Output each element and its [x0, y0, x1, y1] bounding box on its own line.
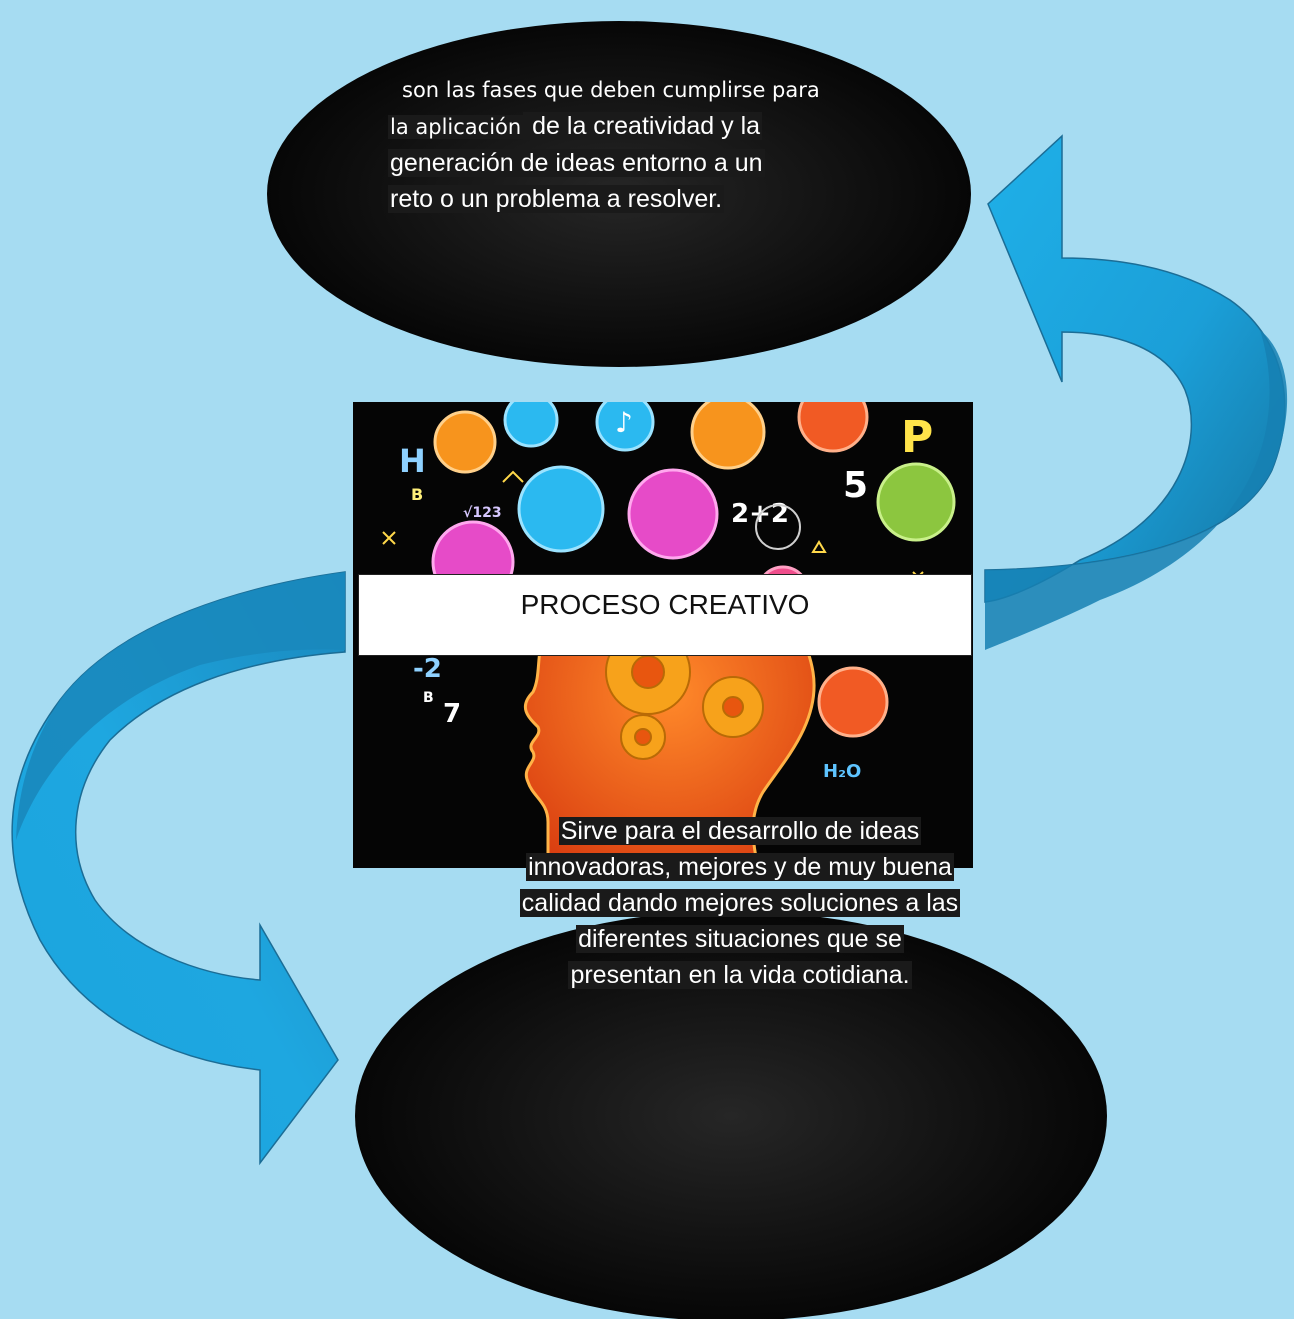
h2o-glyph: H₂O	[823, 761, 861, 782]
top-text-line-4: reto o un problema a resolver.	[388, 185, 725, 213]
music-note-glyph: ♪	[615, 406, 633, 439]
bottom-text-line-1: Sirve para el desarrollo de ideas	[558, 817, 922, 845]
top-text-line-3: generación de ideas entorno a un	[388, 149, 765, 177]
diagram-title: PROCESO CREATIVO	[358, 574, 972, 656]
letter-p-glyph: P	[901, 412, 933, 463]
bottom-ellipse-text: Sirve para el desarrollo de ideas innova…	[460, 813, 1020, 993]
minus-two-glyph: -2	[413, 654, 442, 684]
top-text-line-2-start: la aplicación	[388, 115, 524, 139]
bottom-text-line-4: diferentes situaciones que se	[576, 925, 904, 953]
right-curved-arrow	[984, 134, 1286, 603]
science-bubbles	[431, 402, 956, 738]
top-text-line-1: son las fases que deben cumplirse para	[402, 78, 820, 102]
number-7-glyph: 7	[443, 699, 461, 729]
letter-b2-glyph: B	[423, 690, 434, 706]
top-text-line-2-end: de la creatividad y la	[523, 112, 763, 140]
number-5-glyph: 5	[843, 465, 868, 506]
top-ellipse-text: son las fases que deben cumplirse para l…	[388, 72, 848, 217]
sqrt-glyph: √123	[463, 505, 502, 521]
globe-icon	[755, 504, 801, 550]
letter-b-glyph: B	[411, 485, 423, 504]
bottom-text-line-2: innovadoras, mejores y de muy buena	[526, 853, 954, 881]
bottom-ellipse	[355, 911, 1107, 1319]
bottom-text-line-3: calidad dando mejores soluciones a las	[519, 889, 961, 917]
bottom-text-line-5: presentan en la vida cotidiana.	[568, 961, 912, 989]
letter-h-glyph: H	[399, 442, 426, 480]
